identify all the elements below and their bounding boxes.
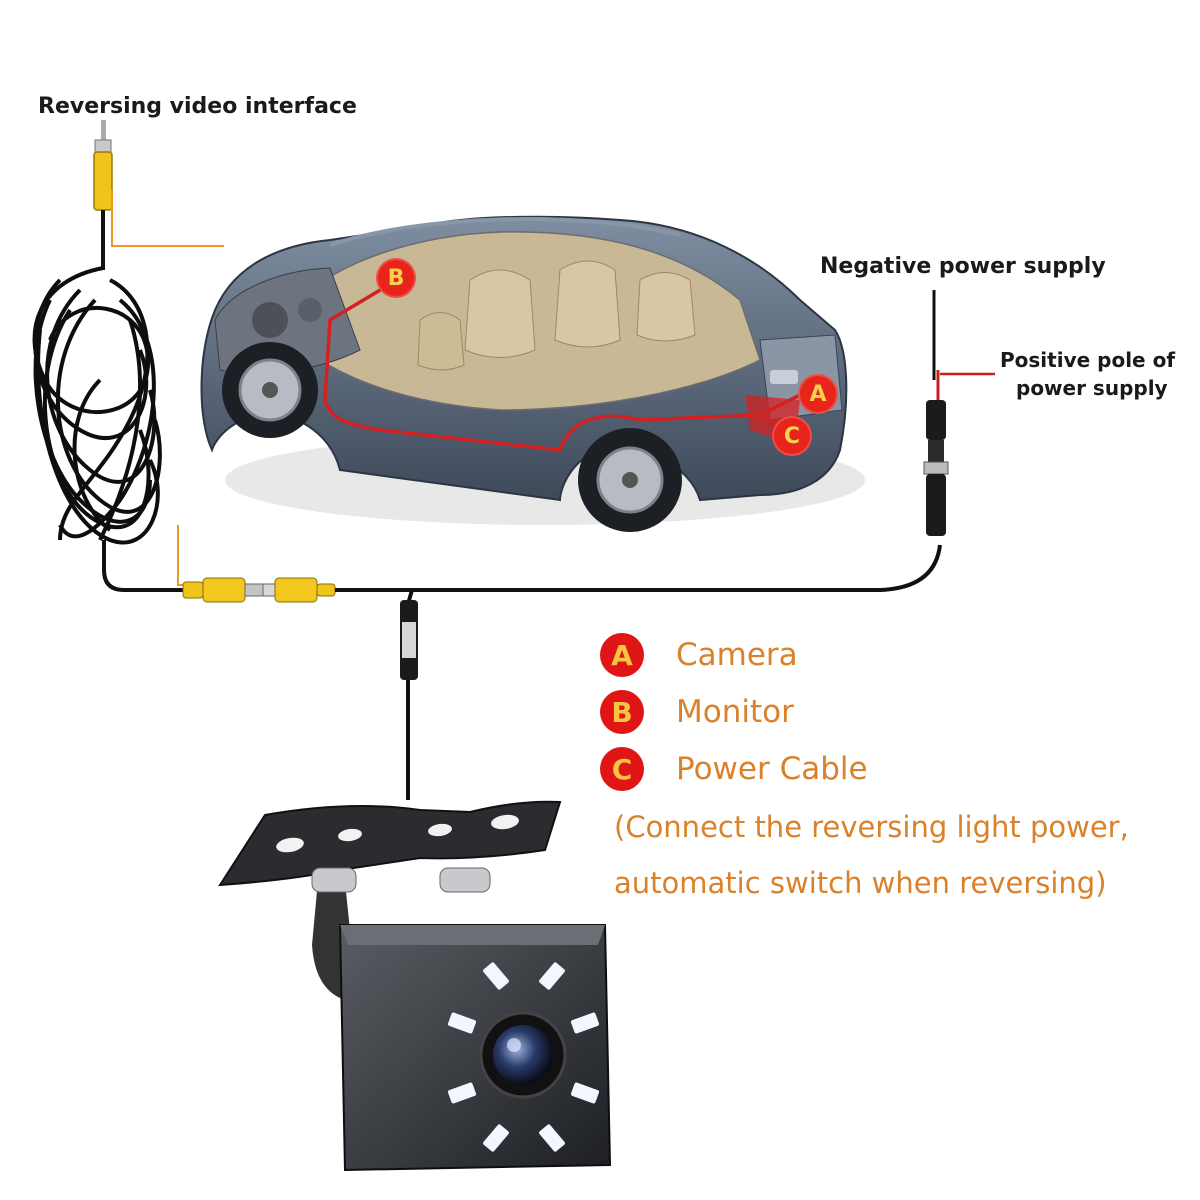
positive-supply-label-line2: power supply (1016, 376, 1168, 400)
backup-camera (218, 800, 612, 1172)
legend-text-camera: Camera (676, 637, 798, 673)
coiled-cable (32, 266, 162, 545)
legend-badge-c: C (600, 747, 644, 791)
legend-note-line1: (Connect the reversing light power, (614, 810, 1129, 844)
legend-badge-a: A (600, 633, 644, 677)
legend-text-power-cable: Power Cable (676, 751, 868, 787)
legend-text-monitor: Monitor (676, 694, 794, 730)
positive-supply-label-line1: Positive pole of (1000, 348, 1176, 372)
negative-supply-label: Negative power supply (820, 254, 1106, 279)
legend-badge-b: B (600, 690, 644, 734)
car-illustration (200, 215, 865, 532)
car-marker-c: C (772, 416, 812, 456)
main-cable (335, 544, 942, 592)
power-connector (923, 290, 949, 536)
legend-note-line2: automatic switch when reversing) (614, 866, 1107, 900)
connector-callout-line (177, 525, 186, 586)
camera-cable (400, 589, 418, 800)
legend-item-camera: A Camera (600, 630, 798, 680)
legend-item-monitor: B Monitor (600, 687, 794, 737)
video-cable (102, 540, 185, 592)
rca-connector-pair (182, 577, 336, 603)
video-callout-line (111, 190, 224, 247)
car-marker-b: B (376, 258, 416, 298)
video-interface-label: Reversing video interface (38, 94, 357, 119)
rca-video-plug (93, 120, 113, 270)
car-marker-a: A (798, 374, 838, 414)
legend-item-power-cable: C Power Cable (600, 744, 868, 794)
